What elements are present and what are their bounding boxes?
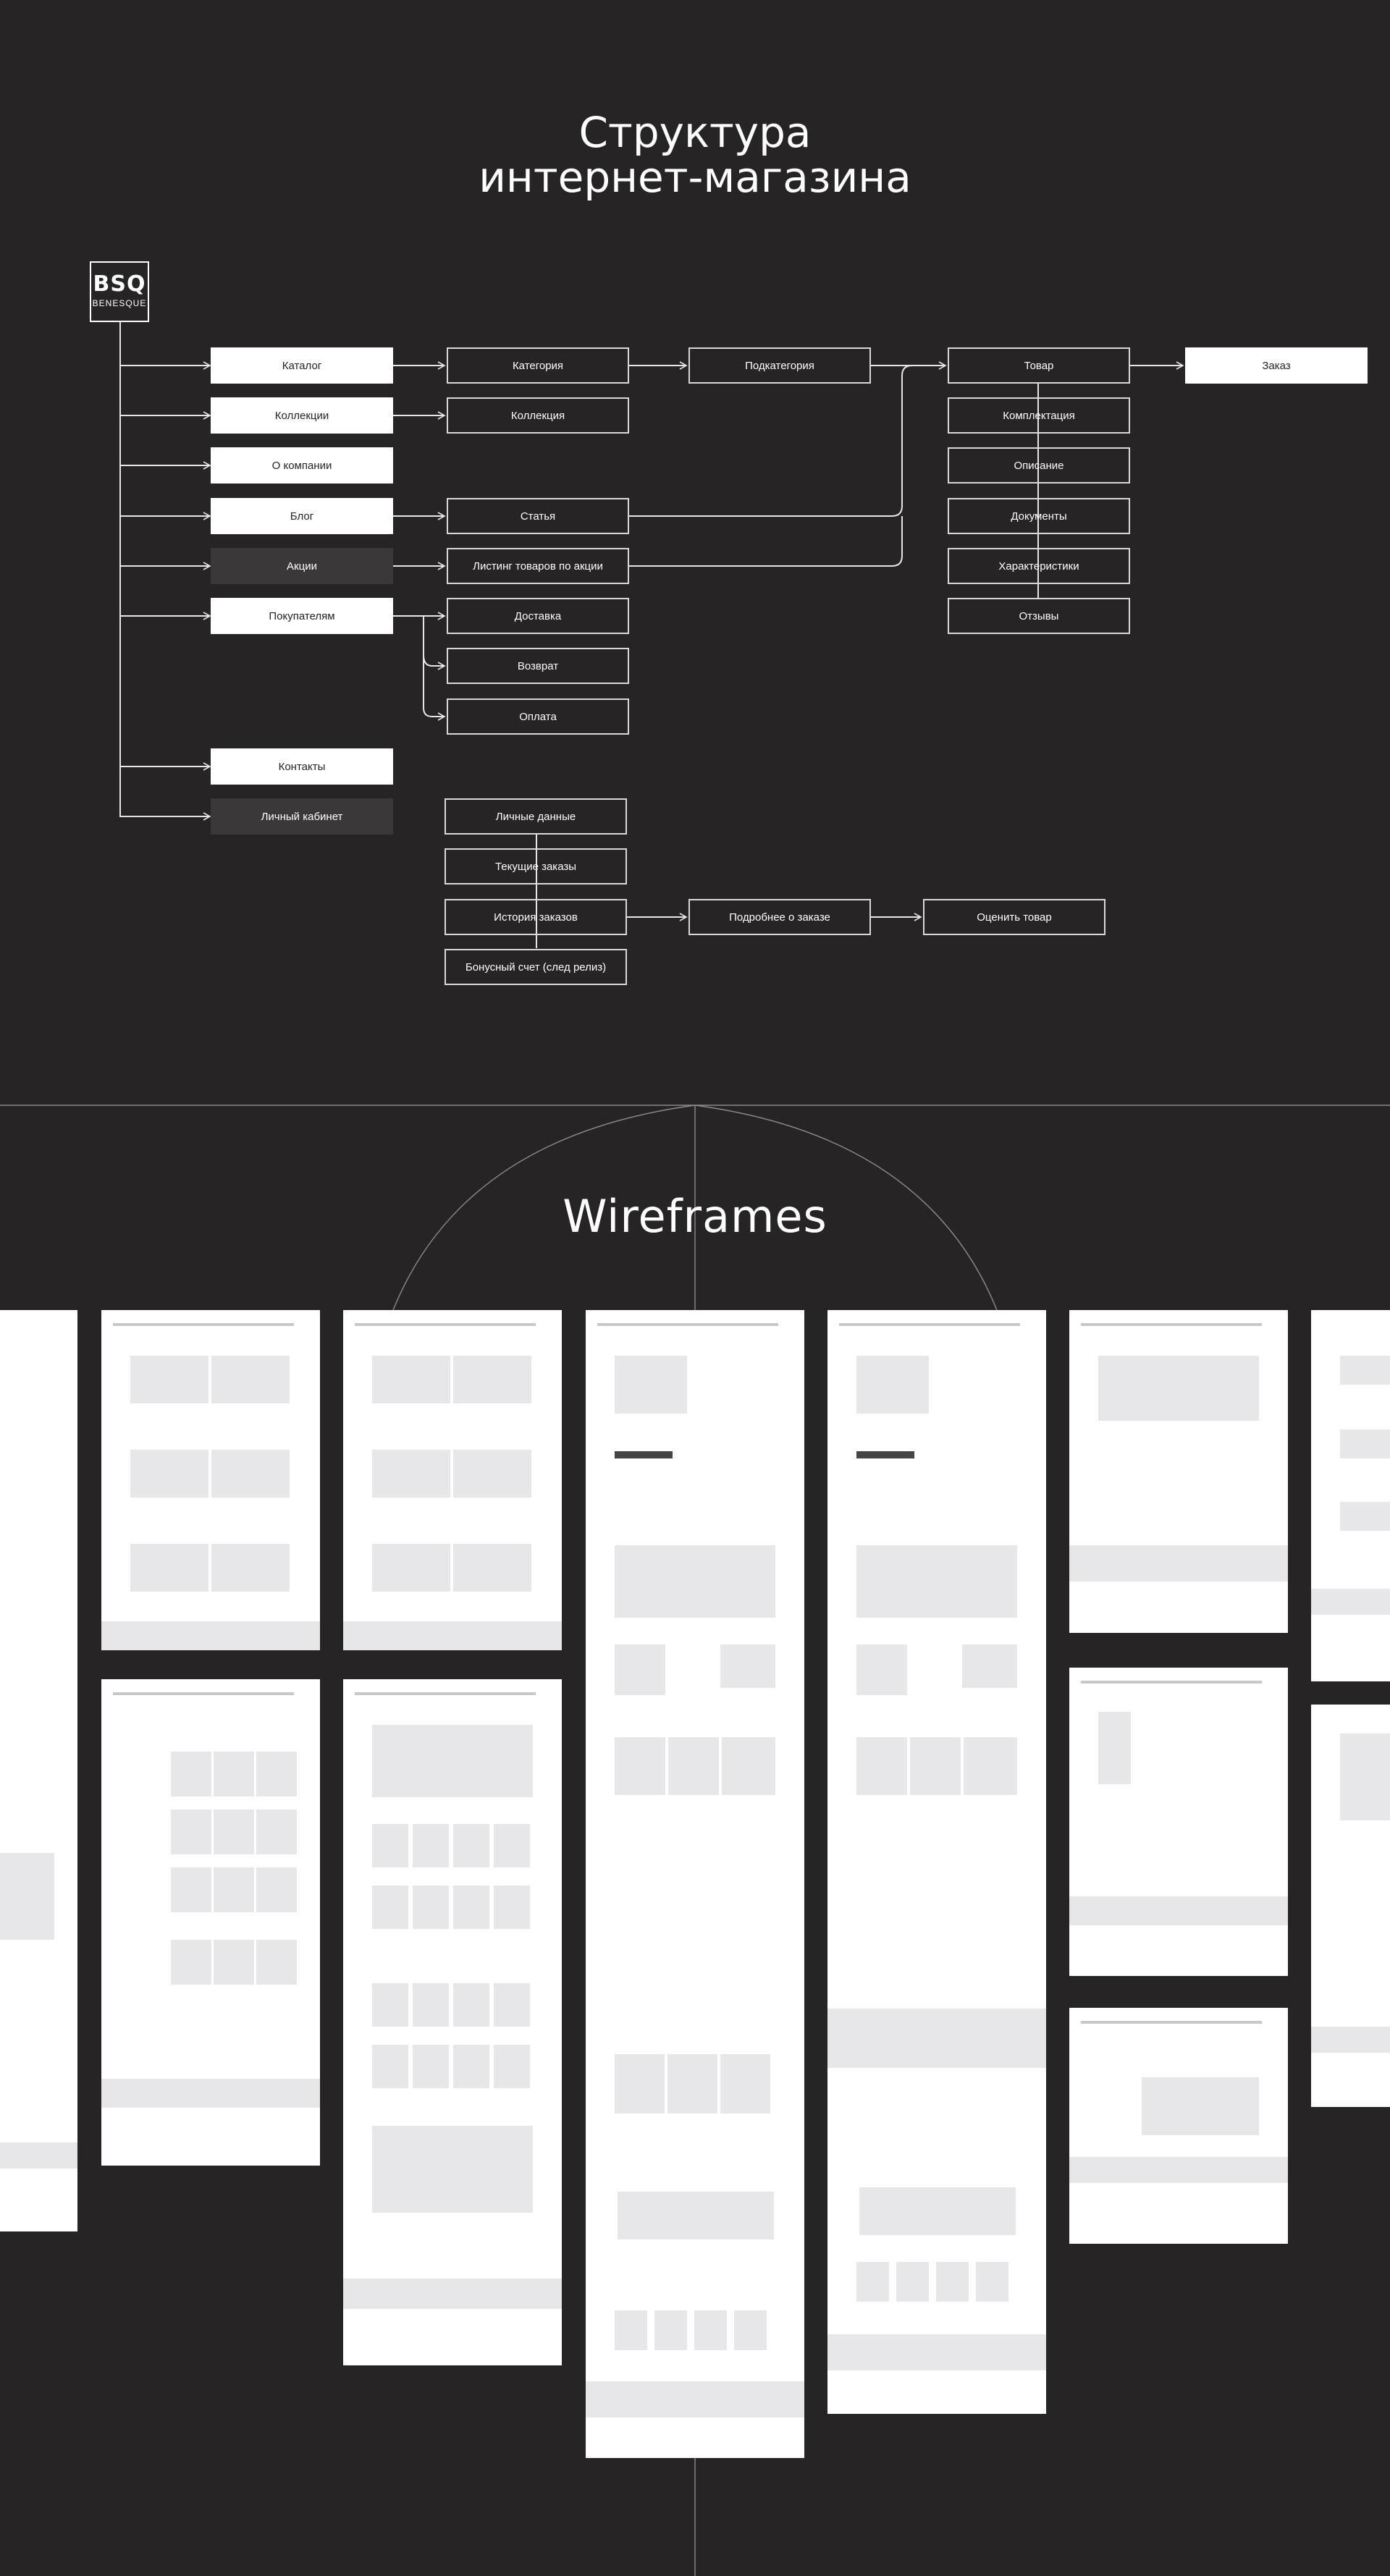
node-buyers: Покупателям [211,598,393,634]
node-order: Заказ [1185,347,1368,384]
wireframe-frame [0,1310,77,2231]
node-specs: Характеристики [948,548,1130,584]
node-order-details: Подробнее о заказе [688,899,871,935]
node-reviews: Отзывы [948,598,1130,634]
title-line-2: интернет-магазина [479,153,911,202]
node-article: Статья [447,498,629,534]
node-blog: Блог [211,498,393,534]
node-personal-data: Личные данные [445,798,627,835]
node-kit: Комплектация [948,397,1130,434]
node-about: О компании [211,447,393,483]
node-contacts: Контакты [211,748,393,785]
brand-logo: BSQ BENESQUE [90,261,149,322]
node-promo: Акции [211,548,393,584]
node-current-orders: Текущие заказы [445,848,627,884]
node-order-history: История заказов [445,899,627,935]
node-product: Товар [948,347,1130,384]
wireframe-product [586,1310,804,2458]
node-account: Личный кабинет [211,798,393,835]
node-description: Описание [948,447,1130,483]
wireframes-title: Wireframes [563,1190,827,1243]
node-collections: Коллекции [211,397,393,434]
node-rate-product: Оценить товар [923,899,1105,935]
node-category: Категория [447,347,629,384]
node-documents: Документы [948,498,1130,534]
node-bonus-account: Бонусный счет (след релиз) [445,949,627,985]
node-catalog: Каталог [211,347,393,384]
node-payment: Оплата [447,698,629,735]
node-subcategory: Подкатегория [688,347,871,384]
title-line-1: Структура [578,108,812,157]
node-collection: Коллекция [447,397,629,434]
node-promo-listing: Листинг товаров по акции [447,548,629,584]
page-title: Структура интернет-магазина [0,110,1390,200]
node-return: Возврат [447,648,629,684]
node-delivery: Доставка [447,598,629,634]
